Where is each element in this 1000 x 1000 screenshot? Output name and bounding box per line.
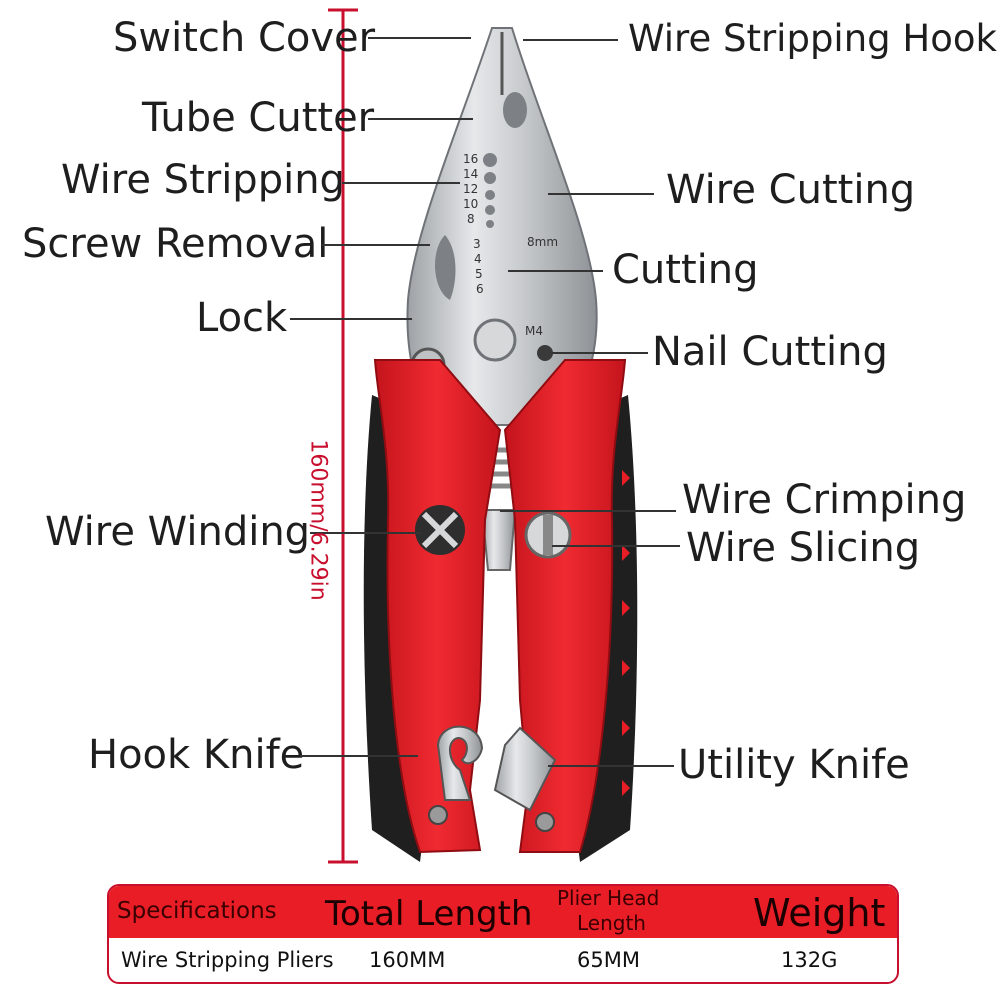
label-switch-cover: Switch Cover <box>113 15 376 61</box>
utility-blade <box>493 726 557 812</box>
label-wire-winding: Wire Winding <box>45 509 311 555</box>
spec-header-col3: Weight <box>753 891 886 935</box>
leader-switch-cover <box>368 37 471 39</box>
label-tube-cutter: Tube Cutter <box>142 95 375 141</box>
label-utility-knife: Utility Knife <box>678 742 910 788</box>
label-nail-cutting: Nail Cutting <box>652 329 888 375</box>
spec-name: Wire Stripping Pliers <box>121 948 334 972</box>
spec-header-col1: Total Length <box>325 894 533 934</box>
spec-head-length: 65MM <box>577 948 640 972</box>
spec-weight: 132G <box>781 948 838 972</box>
leader-screw-removal <box>322 244 430 246</box>
right-handle <box>503 359 627 853</box>
slot-label: 8mm <box>527 235 558 249</box>
bolt-label: M4 <box>525 324 543 338</box>
spec-header-col2-line1: Plier Head <box>557 886 660 910</box>
screw-6: 6 <box>476 282 484 296</box>
leader-wire-cutting <box>548 193 654 195</box>
leader-nail-cutting <box>552 352 648 354</box>
screw-5: 5 <box>475 267 483 281</box>
spec-header-col0: Specifications <box>117 898 277 924</box>
gauge-16: 16 <box>463 152 478 166</box>
screw-3: 3 <box>473 237 481 251</box>
label-wire-stripping-hook: Wire Stripping Hook <box>628 17 997 60</box>
gauge-12: 12 <box>463 182 478 196</box>
gauge-14: 14 <box>463 167 478 181</box>
leader-cutting <box>508 270 603 272</box>
hook-knife <box>436 725 484 801</box>
label-lock: Lock <box>196 295 288 341</box>
spec-header: Specifications Total Length Plier Head L… <box>109 886 897 938</box>
leader-wire-winding <box>310 532 422 534</box>
label-screw-removal: Screw Removal <box>22 221 329 267</box>
spec-header-col2-line2: Length <box>577 911 646 935</box>
gauge-8: 8 <box>467 212 475 226</box>
spec-table: Specifications Total Length Plier Head L… <box>107 884 899 984</box>
screw-4: 4 <box>474 252 482 266</box>
label-wire-stripping: Wire Stripping <box>61 157 345 203</box>
leader-lock <box>290 318 412 320</box>
leader-wire-crimping <box>500 510 676 512</box>
leader-hook-knife <box>300 755 418 757</box>
label-wire-slicing: Wire Slicing <box>686 525 921 571</box>
gauge-10: 10 <box>463 197 478 211</box>
label-wire-crimping: Wire Crimping <box>682 477 967 523</box>
leader-wire-stripping-hook <box>523 39 618 41</box>
label-hook-knife: Hook Knife <box>88 732 305 778</box>
spec-total-length: 160MM <box>369 948 446 972</box>
leader-tube-cutter <box>368 118 473 120</box>
leader-wire-stripping <box>342 182 460 184</box>
leader-utility-knife <box>548 765 674 767</box>
label-cutting: Cutting <box>612 247 759 293</box>
spec-row: Wire Stripping Pliers 160MM 65MM 132G <box>109 938 897 982</box>
label-wire-cutting: Wire Cutting <box>666 167 916 213</box>
leader-wire-slicing <box>552 545 680 547</box>
dimension-line <box>328 8 358 864</box>
dimension-label: 160mm/6.29in <box>305 439 331 601</box>
